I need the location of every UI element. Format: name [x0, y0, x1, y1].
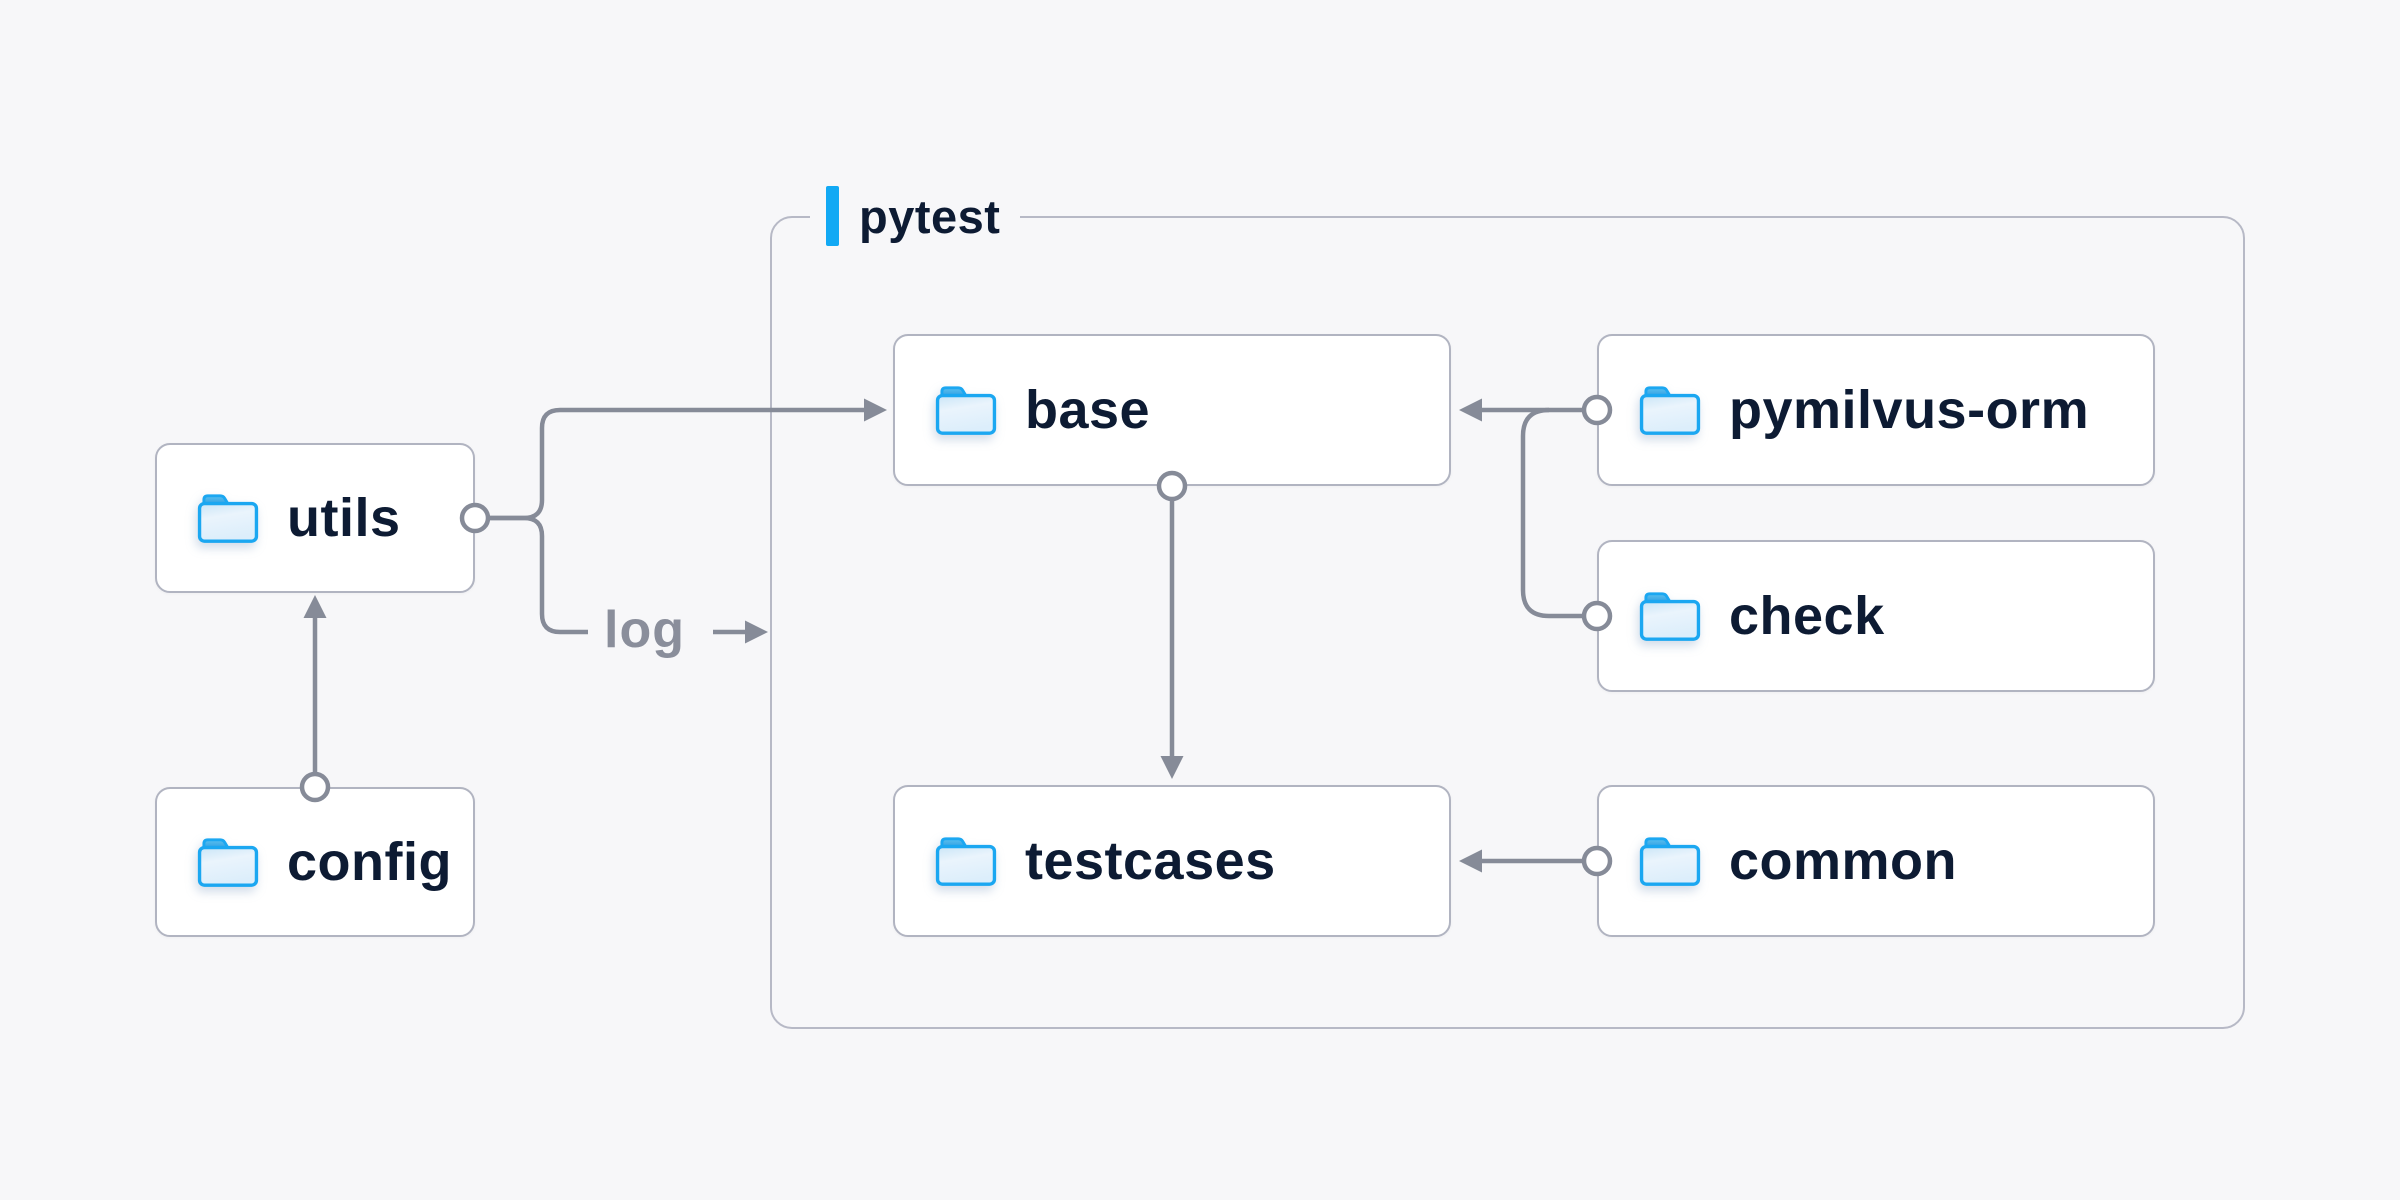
- node-testcases: testcases: [893, 785, 1451, 937]
- node-label: testcases: [1025, 831, 1276, 891]
- node-check: check: [1597, 540, 2155, 692]
- node-label: utils: [287, 488, 401, 548]
- node-label: pymilvus-orm: [1729, 380, 2090, 440]
- label-accent-bar: [826, 186, 839, 246]
- node-label: check: [1729, 586, 1885, 646]
- node-common: common: [1597, 785, 2155, 937]
- node-utils: utils: [155, 443, 475, 593]
- folder-icon: [197, 494, 259, 543]
- node-label: config: [287, 832, 452, 892]
- node-base: base: [893, 334, 1451, 486]
- node-config: config: [155, 787, 475, 937]
- folder-icon: [1639, 386, 1701, 435]
- edge-label-log: log: [604, 600, 685, 659]
- folder-icon: [935, 386, 997, 435]
- folder-icon: [1639, 837, 1701, 886]
- pytest-label-text: pytest: [859, 189, 1001, 243]
- node-label: common: [1729, 831, 1958, 891]
- pytest-container: [770, 216, 2245, 1029]
- folder-icon: [197, 838, 259, 887]
- folder-icon: [1639, 592, 1701, 641]
- folder-icon: [935, 837, 997, 886]
- node-label: base: [1025, 380, 1151, 440]
- pytest-container-label: pytest: [810, 182, 1021, 250]
- edge-config-utils: [299, 595, 331, 803]
- node-pymilvus-orm: pymilvus-orm: [1597, 334, 2155, 486]
